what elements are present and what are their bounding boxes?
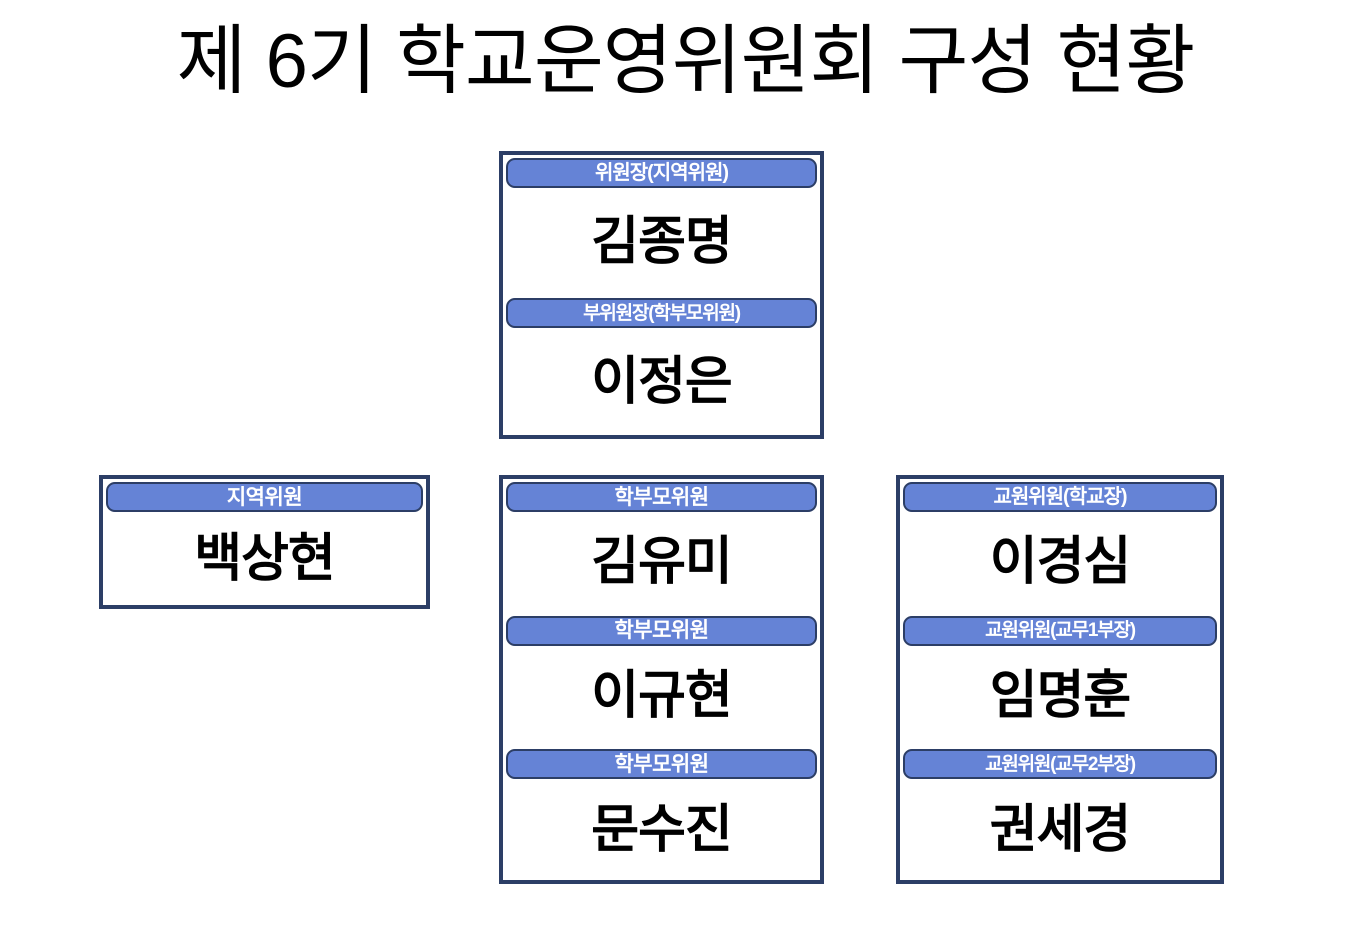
chair-box: 위원장(지역위원) 김종명 부위원장(학부모위원) 이정은: [499, 151, 824, 439]
role-label-teacher-2: 교원위원(교무1부장): [985, 620, 1136, 642]
role-label-vice-chair: 부위원장(학부모위원): [583, 302, 741, 324]
name-cell-teacher-2: 임명훈: [900, 646, 1220, 747]
role-label-parent-1: 학부모위원: [614, 485, 709, 509]
parent-committee-box: 학부모위원 김유미 학부모위원 이규현 학부모위원 문수진: [499, 475, 824, 884]
name-cell-vice-chair: 이정은: [503, 328, 820, 435]
name-cell-teacher-3: 권세경: [900, 779, 1220, 880]
name-cell-parent-3: 문수진: [503, 779, 820, 880]
role-band-chair: 위원장(지역위원): [506, 158, 817, 188]
role-label-parent-2: 학부모위원: [614, 619, 709, 643]
name-cell-parent-2: 이규현: [503, 646, 820, 747]
role-band-parent-2: 학부모위원: [506, 615, 817, 646]
name-cell-parent-1: 김유미: [503, 512, 820, 613]
person-name-vice-chair: 이정은: [591, 352, 733, 411]
role-band-local-1: 지역위원: [106, 482, 423, 512]
role-label-teacher-1: 교원위원(학교장): [993, 485, 1127, 508]
local-committee-box: 지역위원 백상현: [99, 475, 430, 609]
page-title: 제 6기 학교운영위원회 구성 현황: [176, 19, 1196, 104]
teacher-committee-box: 교원위원(학교장) 이경심 교원위원(교무1부장) 임명훈 교원위원(교무2부장…: [896, 475, 1224, 884]
person-name-chair: 김종명: [591, 212, 733, 271]
person-name-teacher-2: 임명훈: [989, 667, 1132, 725]
name-cell-local-1: 백상현: [103, 512, 426, 606]
person-name-teacher-3: 권세경: [989, 800, 1132, 859]
role-label-teacher-3: 교원위원(교무2부장): [985, 753, 1136, 775]
role-band-teacher-3: 교원위원(교무2부장): [903, 749, 1217, 780]
person-name-local-1: 백상현: [194, 530, 336, 588]
person-name-parent-1: 김유미: [591, 533, 733, 592]
name-cell-teacher-1: 이경심: [900, 512, 1220, 613]
name-cell-chair: 김종명: [503, 188, 820, 295]
person-name-parent-2: 이규현: [591, 667, 733, 725]
role-band-teacher-2: 교원위원(교무1부장): [903, 615, 1217, 646]
role-band-teacher-1: 교원위원(학교장): [903, 482, 1217, 512]
role-label-chair: 위원장(지역위원): [594, 161, 729, 184]
role-label-local-1: 지역위원: [226, 485, 303, 509]
role-band-parent-3: 학부모위원: [506, 749, 817, 780]
role-label-parent-3: 학부모위원: [614, 752, 709, 776]
role-band-parent-1: 학부모위원: [506, 482, 817, 512]
person-name-parent-3: 문수진: [591, 800, 733, 859]
person-name-teacher-1: 이경심: [989, 533, 1132, 592]
role-band-vice-chair: 부위원장(학부모위원): [506, 298, 817, 328]
